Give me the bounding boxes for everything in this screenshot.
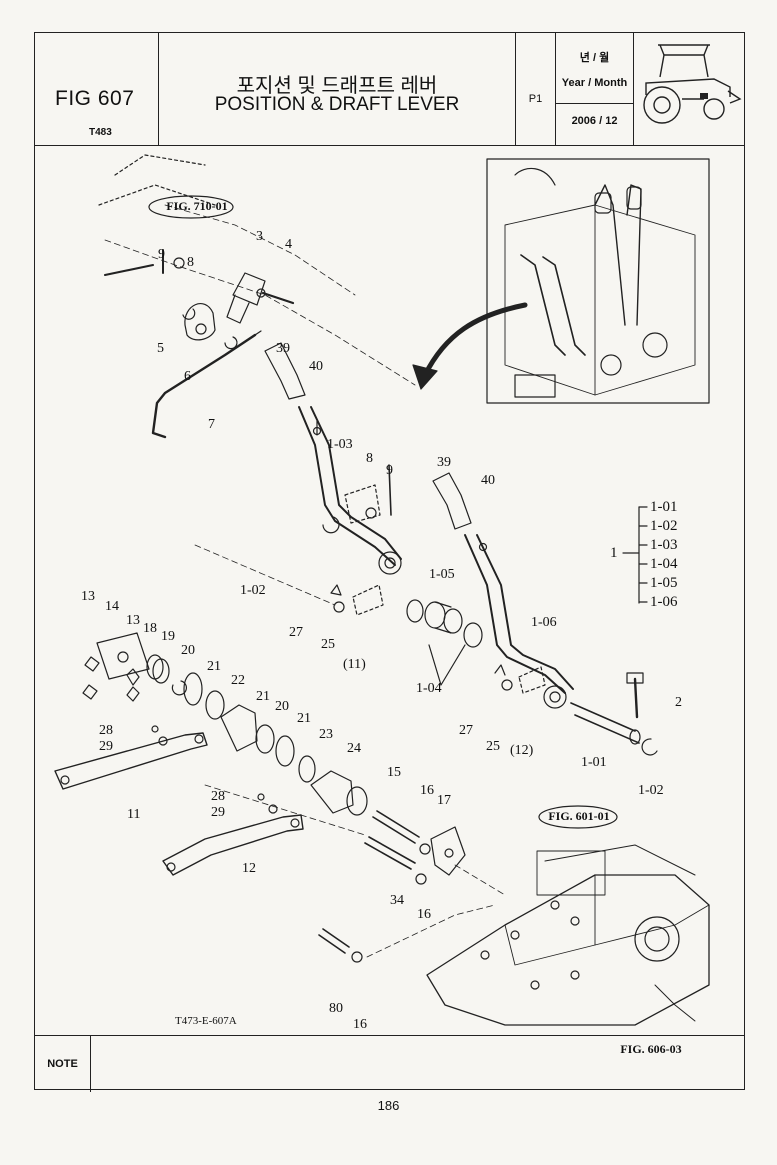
group-item: 1-04 xyxy=(650,556,678,572)
callout: 1-02 xyxy=(240,583,266,598)
callout: 23 xyxy=(319,727,333,742)
callout: 40 xyxy=(309,359,323,374)
callout: 13 xyxy=(81,589,95,604)
page-code-cell: P1 xyxy=(516,33,556,145)
date-label-korean: 년 / 월 xyxy=(579,52,610,64)
note-label: NOTE xyxy=(35,1036,91,1092)
callout: 1-03 xyxy=(327,437,353,452)
callout: 11 xyxy=(127,807,141,822)
callout: 29 xyxy=(211,805,225,820)
date-value: 2006 / 12 xyxy=(571,115,618,127)
callout: 1-02 xyxy=(638,783,664,798)
callout: 3 xyxy=(256,229,263,244)
exploded-parts-drawing: FIG. 710-01 FIG. 601-01 FIG. 606-03 T473… xyxy=(35,145,744,1062)
group-item: 1-06 xyxy=(650,594,678,610)
callout: 1-04 xyxy=(416,681,442,696)
group-item: 1-03 xyxy=(650,537,678,553)
date-cell: 년 / 월 Year / Month 2006 / 12 xyxy=(556,33,634,145)
callout: (12) xyxy=(510,743,534,758)
callout: (11) xyxy=(343,657,366,672)
reference-fig-606: FIG. 606-03 xyxy=(620,1042,682,1056)
callout: 6 xyxy=(184,369,191,384)
page-number: 186 xyxy=(377,1098,400,1113)
group-item: 1-01 xyxy=(650,499,678,515)
callout: 21 xyxy=(297,711,311,726)
callout: 16 xyxy=(417,907,431,922)
callout: 25 xyxy=(321,637,335,652)
callout: 19 xyxy=(161,629,175,644)
callout: 21 xyxy=(256,689,270,704)
callout: 24 xyxy=(347,741,361,756)
callout: 12 xyxy=(242,861,256,876)
callout: 14 xyxy=(105,599,119,614)
callout: 8 xyxy=(366,451,373,466)
reference-fig-710: FIG. 710-01 xyxy=(166,199,228,213)
callout: 21 xyxy=(207,659,221,674)
callout: 28 xyxy=(211,789,225,804)
callout: 16 xyxy=(353,1017,367,1032)
callout: 22 xyxy=(231,673,245,688)
tractor-icon xyxy=(643,44,742,124)
title-cell: 포지션 및 드래프트 레버 POSITION & DRAFT LEVER xyxy=(159,33,516,145)
parts-diagram xyxy=(54,154,710,1062)
reference-fig-601: FIG. 601-01 xyxy=(548,809,610,823)
callout: 15 xyxy=(387,765,401,780)
callout: 34 xyxy=(390,893,404,908)
title-block: FIG 607 T483 포지션 및 드래프트 레버 POSITION & DR… xyxy=(35,33,744,146)
callout: 9 xyxy=(158,247,165,262)
callout: 25 xyxy=(486,739,500,754)
callout: 29 xyxy=(99,739,113,754)
date-divider xyxy=(556,103,633,104)
tractor-thumbnail-cell xyxy=(634,33,744,145)
group-item: 1-02 xyxy=(650,518,678,534)
drawing-code: T473-E-607A xyxy=(175,1015,237,1027)
group-parent-label: 1 xyxy=(610,545,618,561)
title-english: POSITION & DRAFT LEVER xyxy=(214,94,460,115)
callout: 8 xyxy=(187,255,194,270)
callout: 2 xyxy=(675,695,682,710)
callout: 4 xyxy=(285,237,292,252)
callout: 1-01 xyxy=(581,755,607,770)
title-korean: 포지션 및 드래프트 레버 xyxy=(236,75,438,97)
group-item: 1-05 xyxy=(650,575,678,591)
callout: 28 xyxy=(99,723,113,738)
date-label-english: Year / Month xyxy=(561,77,628,89)
callout: 13 xyxy=(126,613,140,628)
note-row: NOTE xyxy=(35,1035,744,1092)
callout: 7 xyxy=(208,417,215,432)
callout: 80 xyxy=(329,1001,343,1016)
callout: 39 xyxy=(276,341,290,356)
callout: 39 xyxy=(437,455,451,470)
callout: 16 xyxy=(420,783,434,798)
callout: 27 xyxy=(459,723,473,738)
callout: 1-06 xyxy=(531,615,557,630)
callout: 17 xyxy=(437,793,451,808)
callout: 20 xyxy=(181,643,195,658)
parts-sheet: FIG 607 T483 포지션 및 드래프트 레버 POSITION & DR… xyxy=(34,32,745,1092)
callout: 1-05 xyxy=(429,567,455,582)
figure-number: FIG 607 xyxy=(55,87,135,110)
callout: 18 xyxy=(143,621,157,636)
callout: 5 xyxy=(157,341,164,356)
model-code: T483 xyxy=(89,127,112,138)
callout: 40 xyxy=(481,473,495,488)
callout: 20 xyxy=(275,699,289,714)
page-code: P1 xyxy=(528,93,543,105)
callout: 9 xyxy=(386,463,393,478)
figure-cell: FIG 607 T483 xyxy=(35,33,159,145)
callout: 27 xyxy=(289,625,303,640)
